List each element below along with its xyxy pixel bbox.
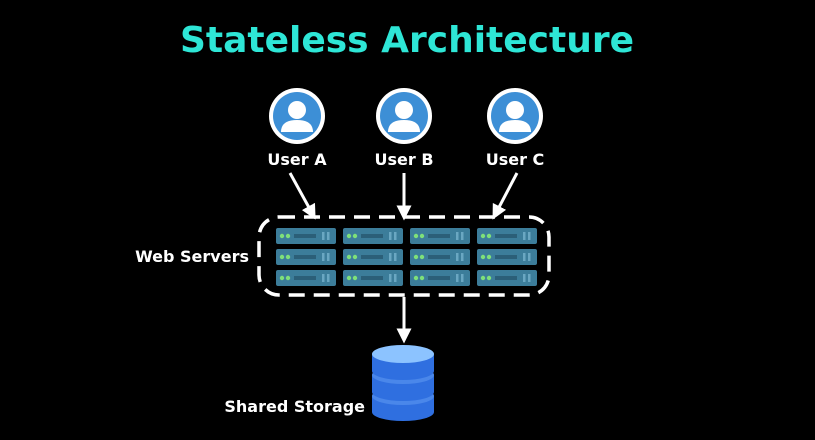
user-group: User A User B User C <box>267 88 544 169</box>
database-icon <box>372 345 434 421</box>
user-avatar-icon <box>487 88 543 144</box>
server-rack-icon <box>343 270 403 286</box>
server-rack-icon <box>477 249 537 265</box>
server-rack-icon <box>343 228 403 244</box>
server-rack-icon <box>343 249 403 265</box>
server-grid <box>276 228 537 286</box>
web-servers-label: Web Servers <box>135 247 249 266</box>
user-label: User B <box>374 150 433 169</box>
server-rack-icon <box>477 270 537 286</box>
server-rack-icon <box>410 270 470 286</box>
server-cluster-boundary <box>257 215 551 297</box>
server-rack-icon <box>477 228 537 244</box>
diagram-title: Stateless Architecture <box>180 20 634 61</box>
user-label: User C <box>486 150 545 169</box>
user-a: User A <box>267 88 327 169</box>
server-rack-icon <box>276 249 336 265</box>
user-b: User B <box>374 88 434 169</box>
server-rack-icon <box>410 249 470 265</box>
arrow-user-a <box>288 172 316 220</box>
request-arrows <box>288 172 519 221</box>
user-avatar-icon <box>376 88 432 144</box>
user-c: User C <box>486 88 545 169</box>
user-avatar-icon <box>269 88 325 144</box>
arrow-user-c <box>492 172 519 220</box>
user-label: User A <box>267 150 327 169</box>
server-rack-icon <box>410 228 470 244</box>
shared-storage-label: Shared Storage <box>224 397 365 416</box>
server-rack-icon <box>276 228 336 244</box>
server-rack-icon <box>276 270 336 286</box>
